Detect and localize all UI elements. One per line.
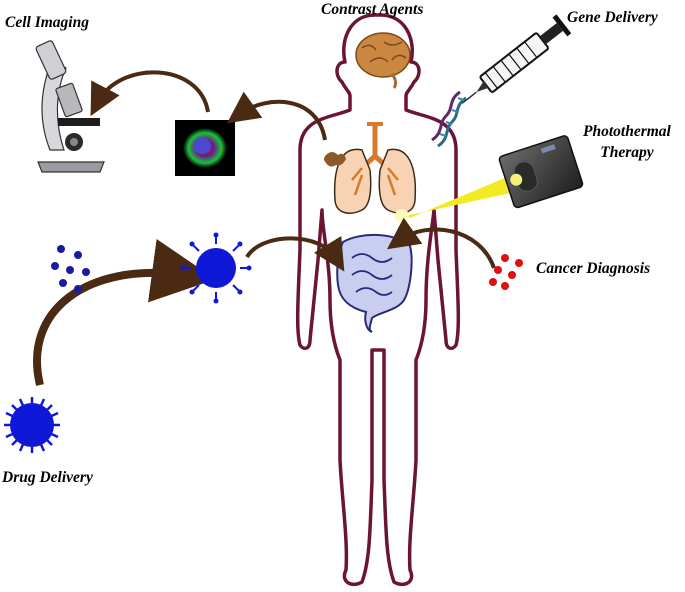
arrow-cell-to-microscope — [90, 70, 210, 117]
arrow-drug-to-np — [33, 239, 216, 386]
intestine-icon — [336, 233, 413, 333]
label-contrast-agents: Contrast Agents — [321, 1, 424, 18]
arrow-np-to-body — [245, 235, 345, 272]
label-photothermal-line1: Photothermal — [583, 123, 671, 140]
label-cell-imaging: Cell Imaging — [5, 14, 89, 31]
liver-icon — [324, 152, 346, 167]
laser-device-icon — [395, 135, 584, 223]
cell-image-icon — [175, 120, 235, 176]
label-photothermal-line2: Therapy — [600, 144, 654, 161]
lungs-icon — [333, 122, 417, 214]
arrow-body-to-cell — [226, 91, 327, 141]
cancer-cells — [489, 254, 523, 290]
dna-icon — [431, 90, 467, 148]
human-body-outline — [295, 13, 461, 587]
label-cancer-diagnosis: Cancer Diagnosis — [536, 260, 651, 277]
nanoparticle-icon — [180, 232, 252, 304]
drug-molecules — [51, 245, 90, 293]
syringe-icon — [461, 14, 572, 104]
brain-icon — [355, 32, 411, 89]
arrows — [33, 70, 496, 386]
arrow-diagnosis-to-body — [386, 217, 496, 269]
microscope-icon — [35, 40, 105, 173]
drug-delivery-particle-icon — [4, 397, 60, 453]
label-photothermal-therapy: Photothermal Therapy — [583, 121, 671, 163]
label-gene-delivery: Gene Delivery — [567, 9, 658, 26]
label-drug-delivery: Drug Delivery — [2, 469, 93, 486]
